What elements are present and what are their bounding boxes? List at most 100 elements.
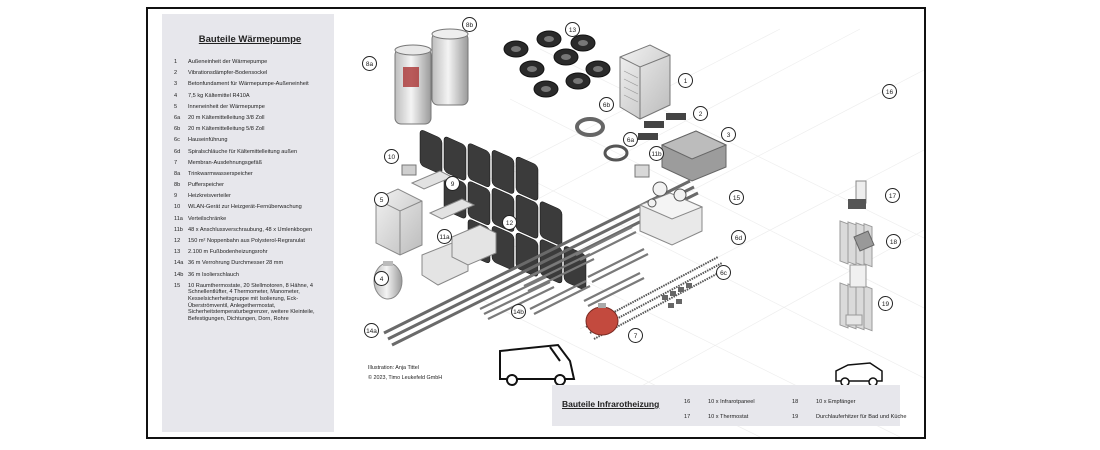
callout-marker: 12 [502, 215, 517, 230]
legend-item-label: Trinkwarmwasserspeicher [188, 170, 253, 177]
legend-item-number: 3 [174, 81, 178, 88]
expansion-vessel [585, 303, 619, 336]
legend-item: 6d Spiralschläuche für Kältemittelleitung… [174, 149, 326, 156]
callout-marker: 11b [649, 146, 664, 161]
legend-item-label: Vibrationsdämpfer-Bodensockel [188, 70, 268, 77]
legend-item: 6b 20 m Kältemittelleitung 5/8 Zoll [174, 126, 326, 133]
ir-legend-number: 19 [792, 414, 799, 420]
legend-item-label: 150 m² Noppenbahn aus Polysterol-Regranu… [188, 238, 305, 244]
accessories-box [638, 181, 704, 246]
legend-item-number: 6b [174, 126, 181, 133]
vibration-damper-base [638, 113, 686, 140]
legend-item-number: 2 [174, 70, 178, 77]
legend-item-number: 9 [174, 193, 178, 200]
ir-thermostat [848, 180, 867, 209]
legend-item: 8b Pufferspeicher [174, 182, 326, 189]
water-heater-small [845, 314, 863, 326]
legend-item-number: 14a [174, 260, 184, 267]
legend-item-label: Inneneinheit der Wärmepumpe [188, 103, 265, 110]
callout-marker: 1 [678, 73, 693, 88]
legend-item-number: 6d [174, 148, 181, 155]
house-entry-parts [662, 283, 692, 308]
legend-item: 13 2.100 m Fußbodenheizungsrohr [174, 249, 326, 256]
ir-legend-label: 10 x Empfänger [816, 399, 856, 405]
hot-water-tank [394, 44, 432, 125]
legend-infrarot-title: Bauteile Infrarotheizung [562, 399, 660, 409]
legend-item: 6c Hauseinführung [174, 137, 326, 144]
legend-item: 9 Heizkreisverteiler [174, 193, 326, 200]
callout-marker: 11a [437, 229, 452, 244]
legend-item-label: Pufferspeicher [188, 182, 224, 189]
ir-legend-number: 17 [684, 414, 691, 420]
callout-marker: 18 [886, 234, 901, 249]
legend-item: 4 7,5 kg Kältemittel R410A [174, 93, 326, 100]
callout-marker: 8b [462, 17, 477, 32]
callout-marker: 4 [374, 271, 389, 286]
callout-marker: 8a [362, 56, 377, 71]
ir-legend-label: 10 x Infrarotpaneel [708, 399, 755, 405]
car-illustration [835, 362, 883, 387]
callout-marker: 16 [882, 84, 897, 99]
callout-marker: 17 [885, 188, 900, 203]
insulation-hose-bundles [479, 226, 649, 320]
legend-item-number: 7 [174, 159, 178, 166]
ir-receiver [853, 230, 875, 252]
legend-item-number: 4 [174, 92, 178, 99]
legend-item: 7 Membran-Ausdehnungsgefäß [174, 160, 326, 167]
callout-marker: 3 [721, 127, 736, 142]
legend-item-number: 5 [174, 103, 178, 110]
connector-box [634, 164, 650, 178]
legend-item-number: 10 [174, 204, 181, 211]
legend-item-label: Hauseinführung [188, 137, 228, 144]
callout-marker: 5 [374, 192, 389, 207]
callout-marker: 6d [731, 230, 746, 245]
legend-item-label: Heizkreisverteiler [188, 193, 231, 200]
legend-item-label: 7,5 kg Kältemittel R410A [188, 92, 250, 99]
water-heater [849, 264, 867, 288]
credits: Illustration: Anja Tittel © 2023, Timo L… [368, 363, 442, 383]
legend-item-label: Membran-Ausdehnungsgefäß [188, 159, 263, 166]
van-illustration [499, 343, 576, 386]
underfloor-pipe-coils [503, 30, 611, 98]
legend-item-label: 20 m Kältemittelleitung 5/8 Zoll [188, 126, 265, 133]
legend-item-label: 2.100 m Fußbodenheizungsrohr [188, 249, 268, 256]
legend-item-number: 14b [174, 271, 184, 278]
callout-marker: 15 [729, 190, 744, 205]
legend-item-label: 36 m Verrohrung Durchmesser 28 mm [188, 260, 284, 267]
legend-item-label: Betonfundament für Wärmepumpe-Außeneinhe… [188, 81, 309, 88]
legend-item: 2 Vibrationsdämpfer-Bodensockel [174, 70, 326, 77]
legend-item: 14a 36 m Verrohrung Durchmesser 28 mm [174, 260, 326, 267]
refrigerant-pipe-coil-3-8 [603, 144, 629, 162]
illustration-credit: Illustration: Anja Tittel [368, 365, 419, 371]
buffer-tank [431, 28, 469, 106]
callout-marker: 9 [445, 176, 460, 191]
legend-item-number: 8b [174, 182, 181, 189]
legend-item-number: 6c [174, 137, 180, 144]
refrigerant-pipe-coil-5-8 [575, 117, 605, 137]
ir-legend-label: 10 x Thermostat [708, 414, 749, 420]
legend-item-number: 11b [174, 226, 183, 233]
legend-item-number: 6a [174, 114, 181, 121]
callout-marker: 6b [599, 97, 614, 112]
legend-item-label: 10 Raumthermostate, 20 Stellmotoren, 8 H… [188, 282, 315, 322]
legend-item-number: 13 [174, 249, 181, 256]
callout-marker: 2 [693, 106, 708, 121]
legend-item-label: Verteilschränke [188, 215, 227, 222]
ir-legend-item: 17 10 x Thermostat [684, 414, 748, 420]
legend-item-label: Spiralschläuche für Kältemittelleitung a… [188, 148, 298, 155]
callout-marker: 10 [384, 149, 399, 164]
legend-title: Bauteile Wärmepumpe [198, 34, 302, 45]
